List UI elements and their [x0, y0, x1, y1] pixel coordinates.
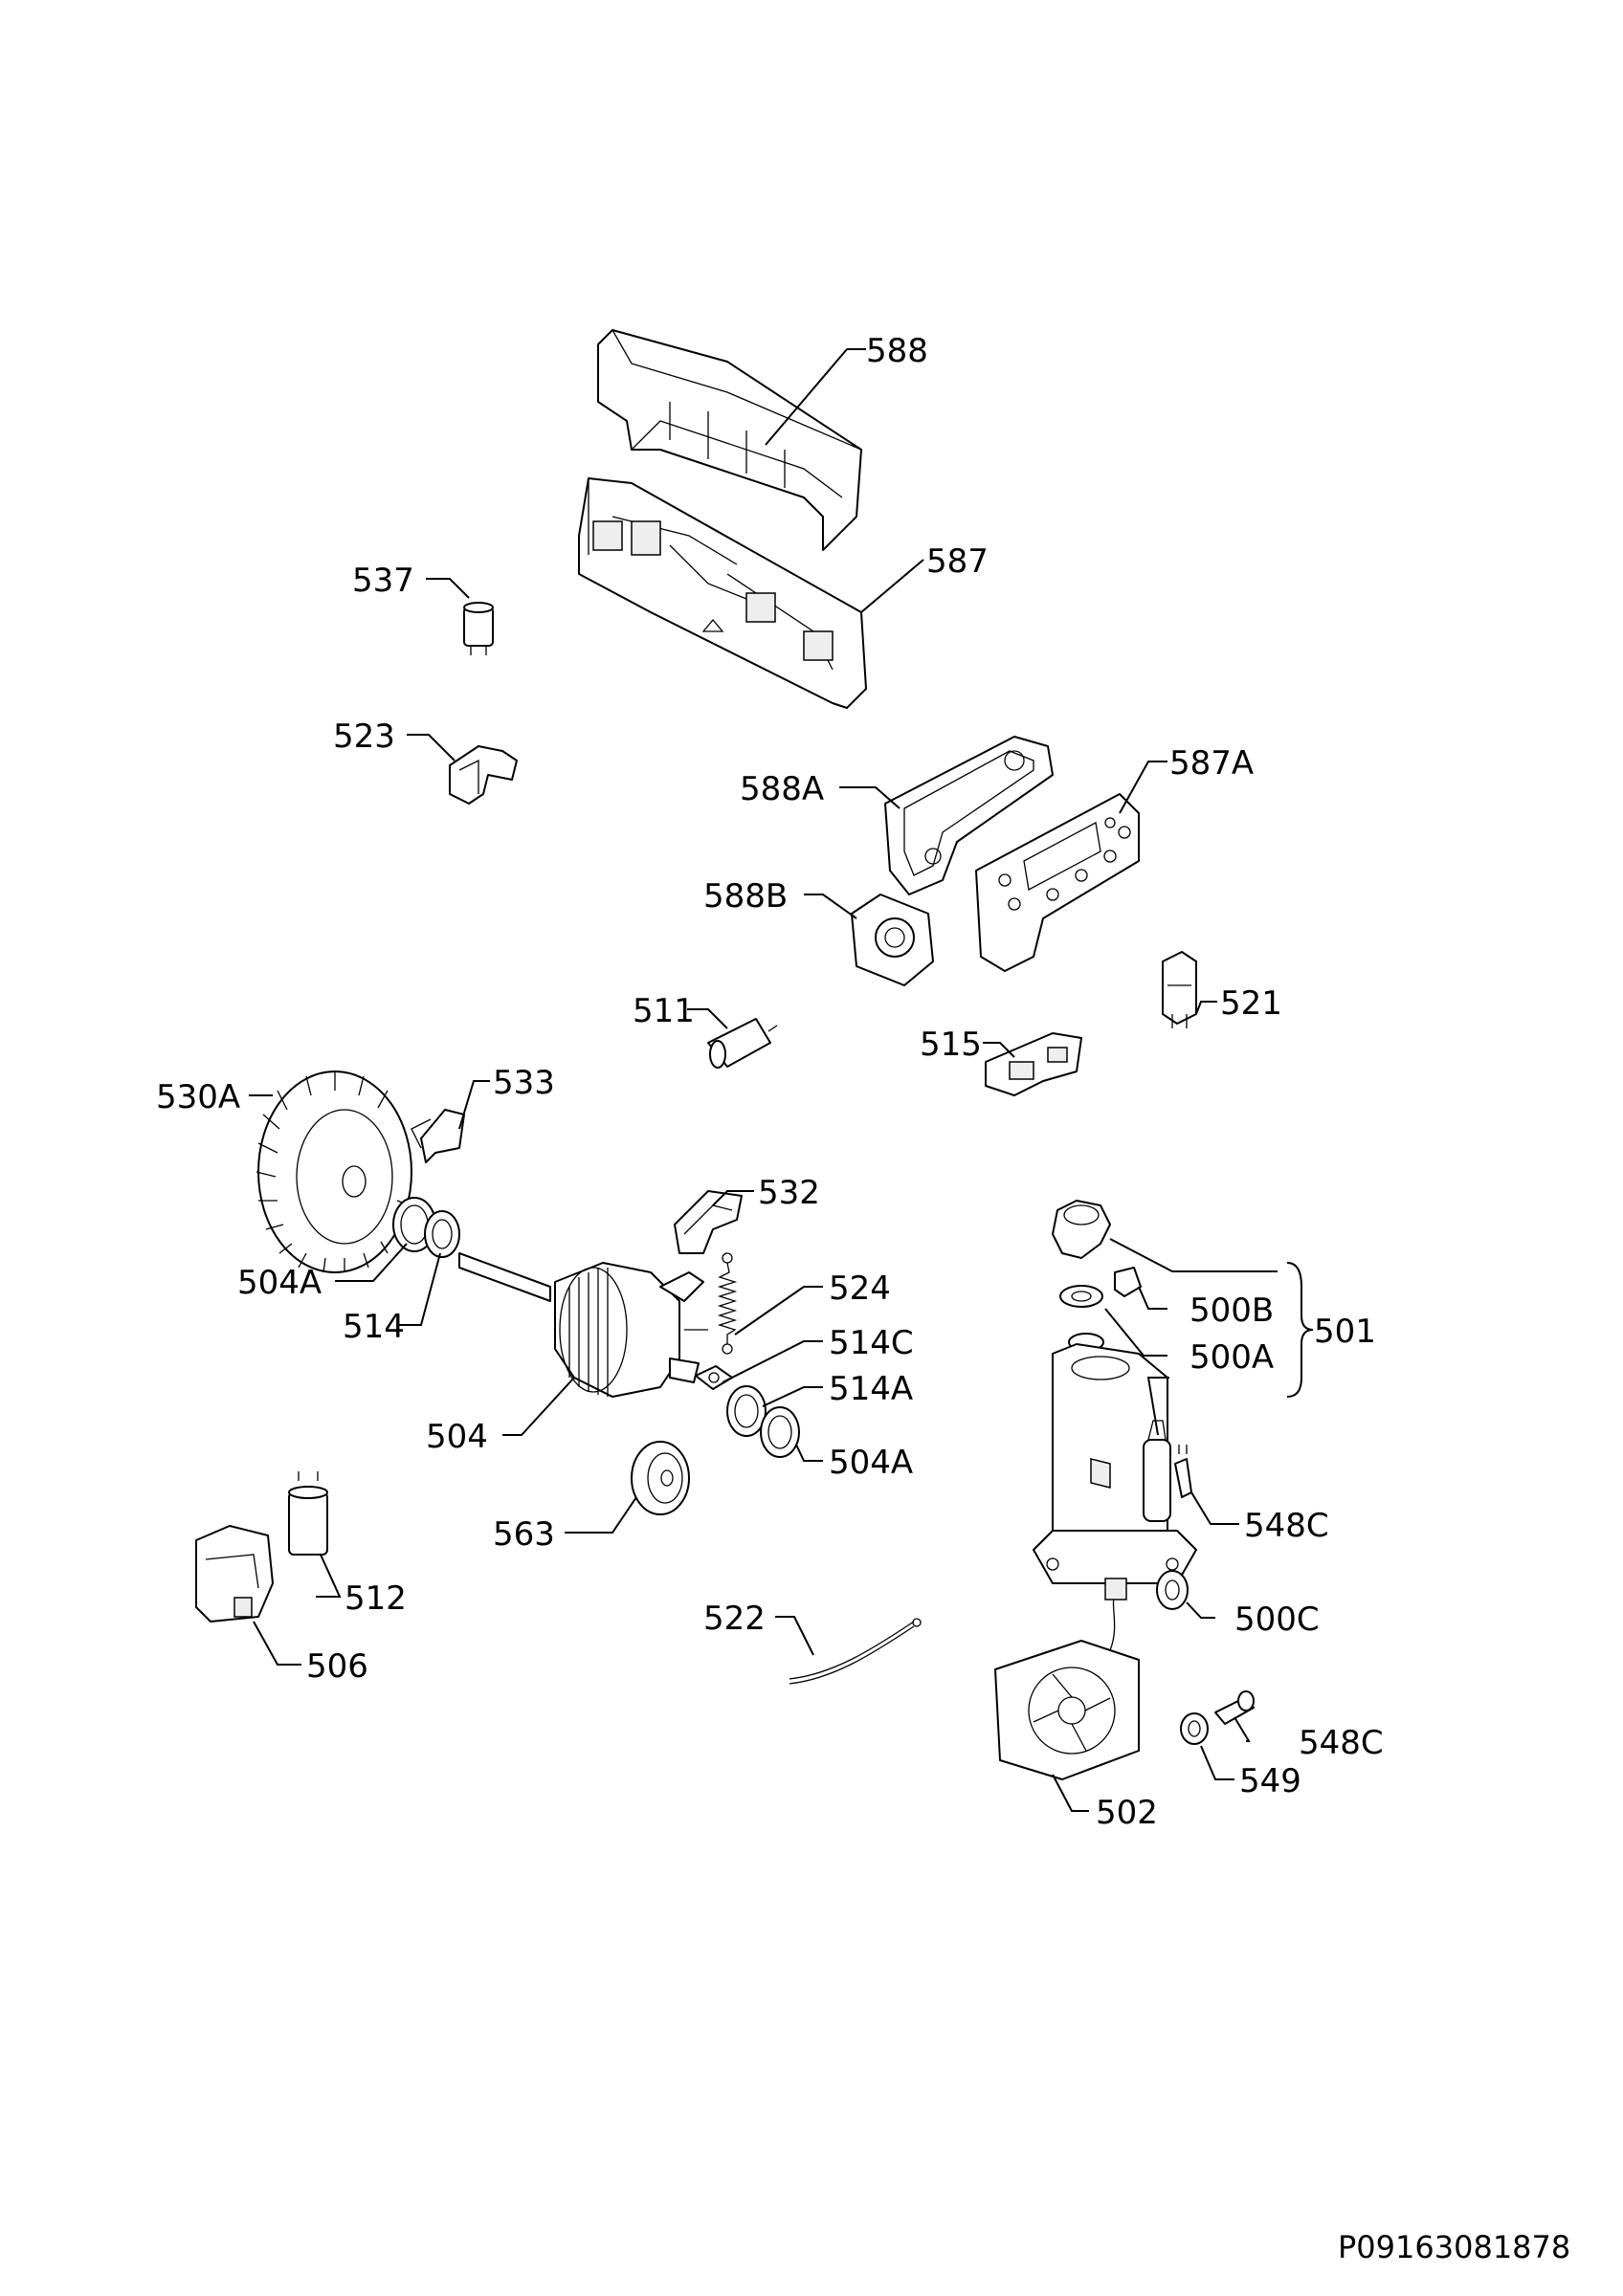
leader-lines: [249, 348, 1314, 1812]
document-reference-code: P09163081878: [1338, 2229, 1570, 2265]
label-532: 532: [758, 1174, 820, 1212]
part-588B-encoder: [851, 894, 934, 986]
part-502-fan: [994, 1578, 1140, 1780]
label-514: 514: [343, 1308, 405, 1346]
label-500A: 500A: [1189, 1338, 1274, 1377]
part-514A-seal: [726, 1385, 767, 1437]
label-521: 521: [1220, 984, 1282, 1023]
label-500C: 500C: [1234, 1601, 1320, 1639]
label-523: 523: [333, 718, 395, 756]
label-588A: 588A: [740, 770, 824, 808]
label-533: 533: [493, 1064, 555, 1102]
part-524-spring: [717, 1252, 738, 1355]
part-522-sensor-wire: [789, 1618, 922, 1685]
part-labels: 588 587 537 523 588A 587A 588B 511 521 5…: [156, 332, 1384, 1832]
label-587A: 587A: [1169, 744, 1254, 783]
label-548C-lower: 548C: [1299, 1724, 1384, 1762]
part-532-bracket: [674, 1190, 743, 1254]
part-506-pump: [195, 1525, 274, 1623]
label-514A: 514A: [829, 1370, 913, 1408]
part-537-capacitor: [463, 602, 494, 655]
part-501-compressor: [1033, 1200, 1197, 1584]
label-515: 515: [920, 1026, 982, 1064]
label-504A-left: 504A: [237, 1264, 322, 1302]
part-587A-display-board: [975, 793, 1140, 972]
label-511: 511: [633, 992, 695, 1030]
label-530A: 530A: [156, 1078, 240, 1116]
part-548C-valve-lower: [1214, 1690, 1255, 1725]
part-512-filter: [288, 1471, 328, 1556]
label-501: 501: [1314, 1313, 1376, 1351]
part-511-capacitor: [707, 1018, 778, 1069]
label-549: 549: [1239, 1762, 1301, 1800]
part-514C-plate: [695, 1365, 733, 1390]
part-515-door-lock: [985, 1032, 1082, 1096]
part-587-control-module: [578, 477, 867, 709]
label-537: 537: [352, 562, 414, 600]
part-549-fitting: [1180, 1712, 1209, 1745]
label-548C-top: 548C: [1244, 1507, 1329, 1545]
part-504A-bearing-right: [760, 1406, 800, 1458]
label-500B: 500B: [1189, 1292, 1274, 1330]
label-522: 522: [703, 1600, 766, 1638]
label-504: 504: [426, 1418, 488, 1456]
part-533-clamp: [411, 1109, 465, 1163]
part-563-pulley: [631, 1441, 690, 1515]
label-514C: 514C: [829, 1324, 914, 1362]
part-521-switch: [1162, 951, 1197, 1028]
part-530A-fan-wheel: [256, 1071, 412, 1273]
part-504-motor: [458, 1252, 708, 1398]
part-588A-gasket: [884, 736, 1054, 895]
label-587: 587: [926, 542, 989, 581]
label-588B: 588B: [703, 877, 788, 916]
label-563: 563: [493, 1515, 555, 1554]
label-504A-right: 504A: [829, 1444, 913, 1482]
label-588: 588: [866, 332, 928, 370]
label-502: 502: [1096, 1794, 1158, 1832]
part-588-cover: [597, 329, 862, 551]
part-523-clip: [449, 745, 518, 805]
label-506: 506: [306, 1647, 368, 1686]
part-500C-grommet: [1156, 1570, 1189, 1610]
part-548C-valve-top: [1174, 1445, 1192, 1498]
label-512: 512: [345, 1579, 407, 1618]
part-514-seal-left: [424, 1210, 460, 1258]
label-524: 524: [829, 1269, 891, 1308]
